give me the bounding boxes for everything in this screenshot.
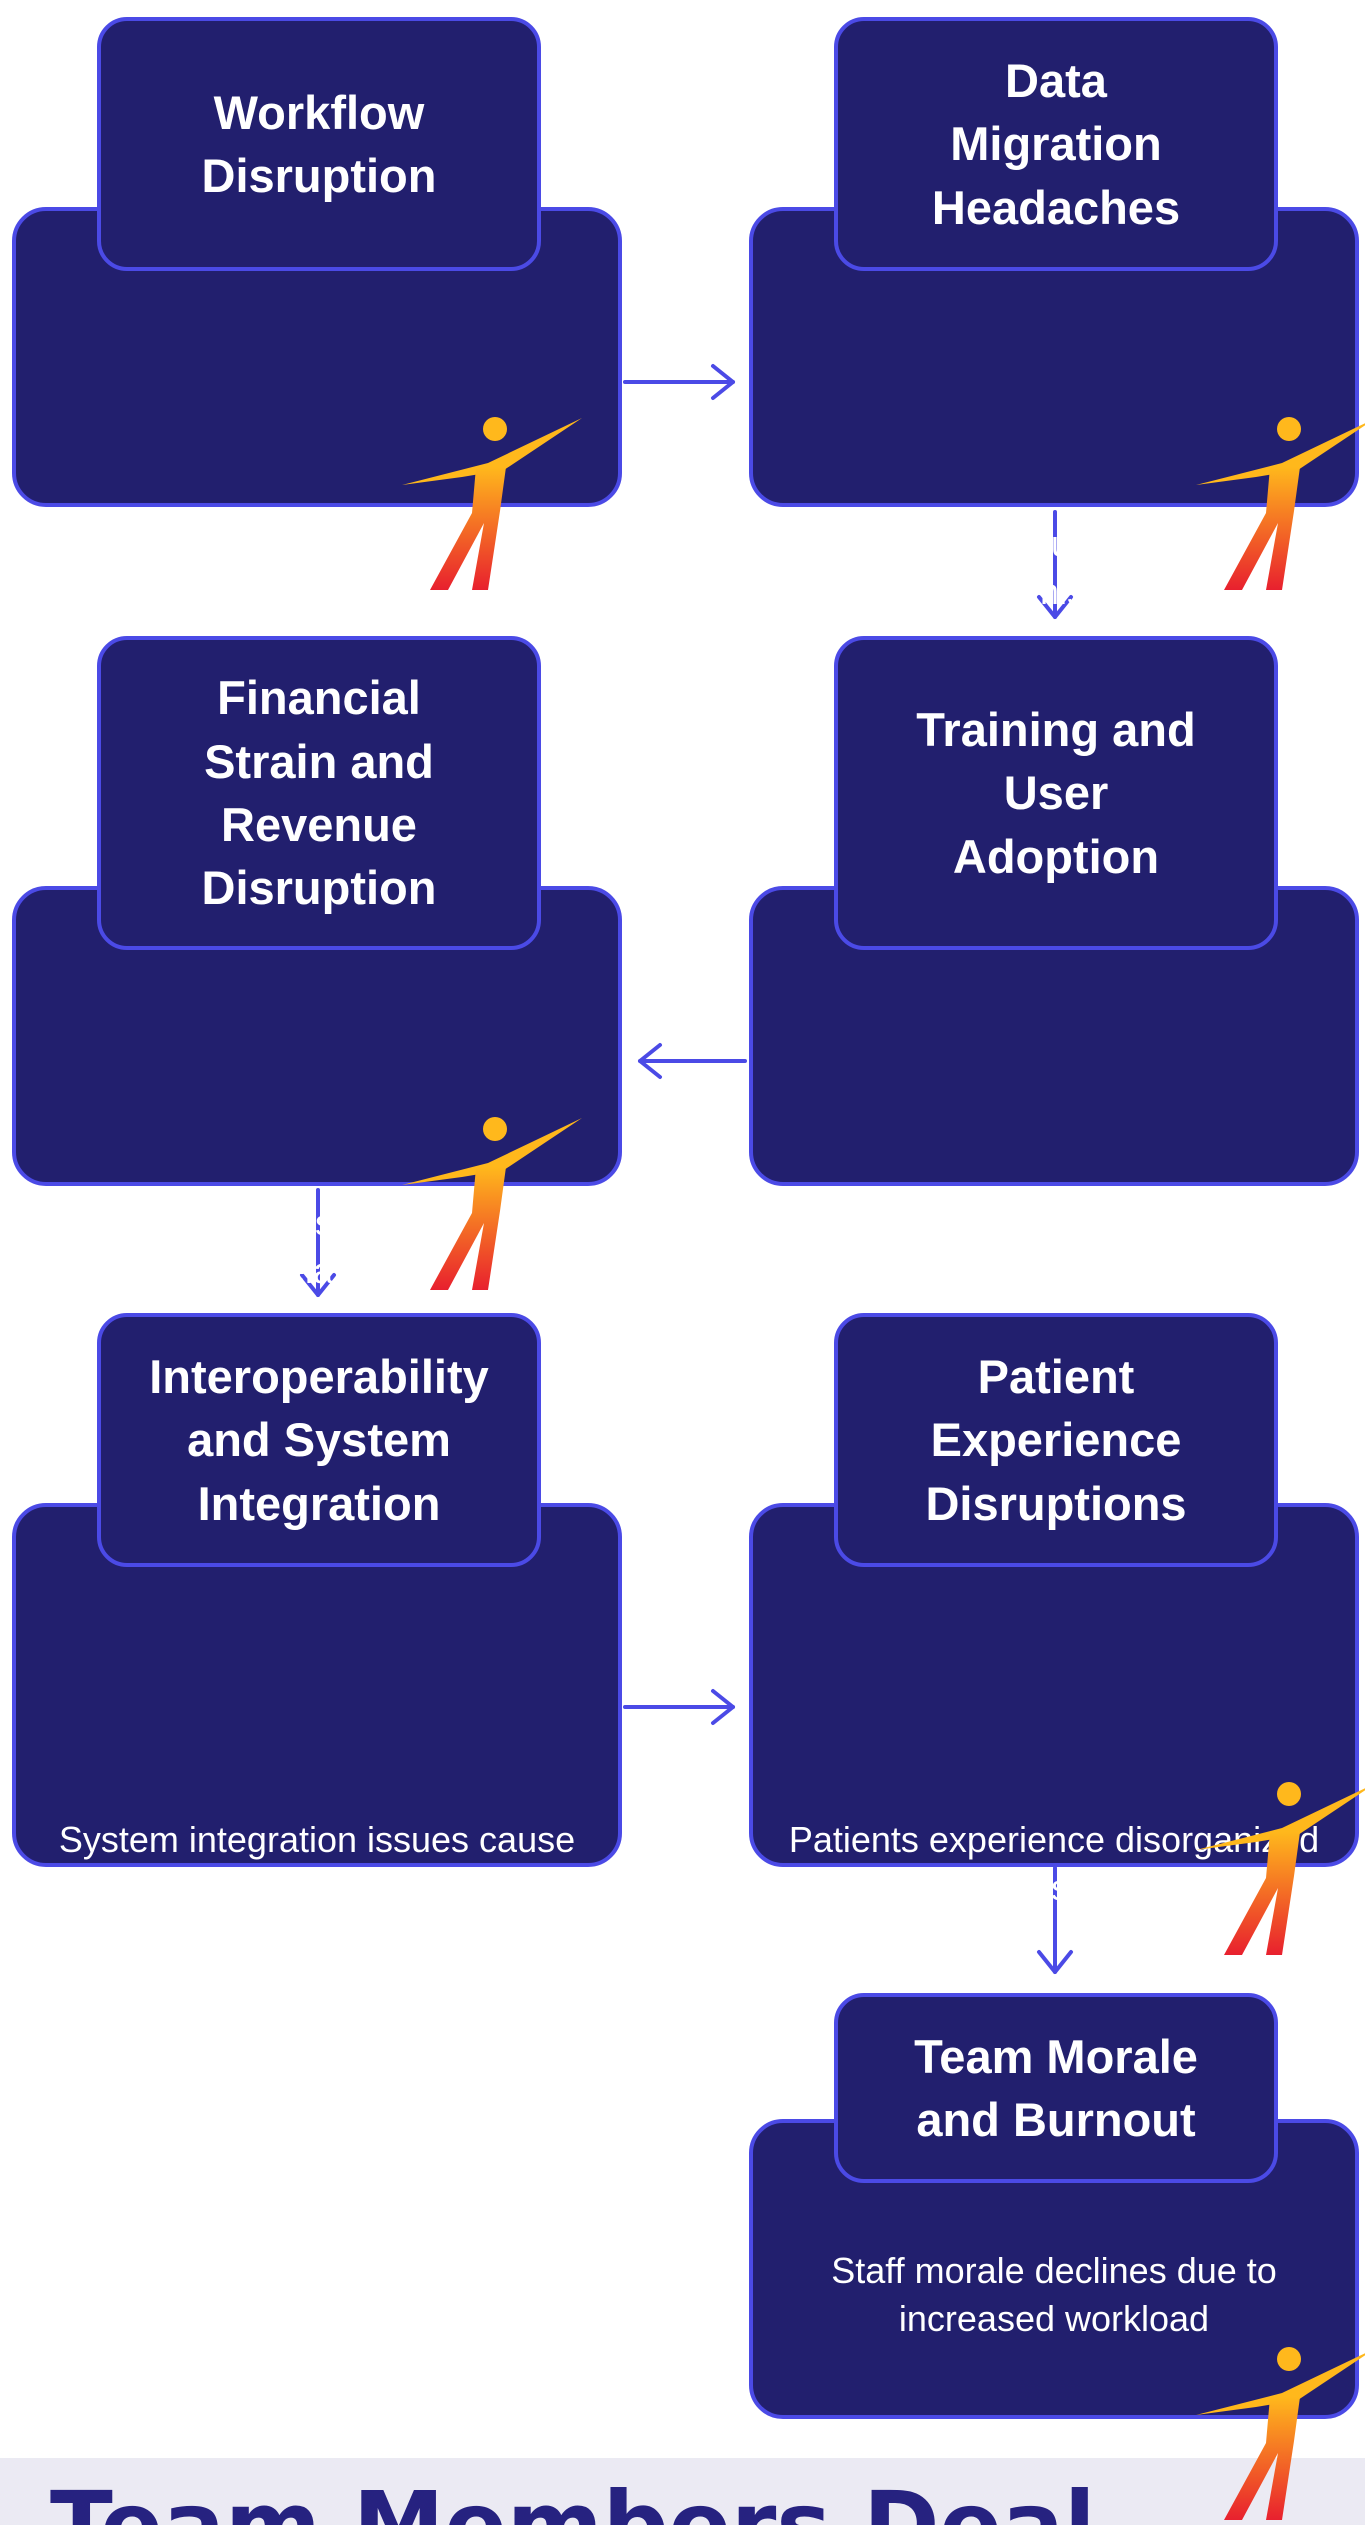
step-team-morale: Staff morale declines due to increased w… <box>749 1993 1363 2423</box>
arrow-step6-to-step7 <box>1037 1866 1073 1974</box>
step-description: Data transfer issues cause errors and om… <box>788 523 1320 612</box>
person-figure-icon <box>402 417 582 590</box>
step-financial-strain: Revenue decreases due to billing delays … <box>12 636 626 1291</box>
step-title: Financial Strain and Revenue Disruption <box>201 671 437 915</box>
step-interoperability: System integration issues cause communic… <box>12 1313 626 1908</box>
person-figure-icon <box>1196 2347 1365 2520</box>
step-description: Staff training impacts productivity and … <box>790 1202 1318 1291</box>
step-title-box: Financial Strain and Revenue Disruption <box>97 636 541 950</box>
step-title: Interoperability and System Integration <box>149 1349 489 1530</box>
step-description: Patients experience disorganized and imp… <box>788 1819 1320 1908</box>
arrow-step4-to-step5 <box>300 1188 336 1297</box>
step-description: Staff morale declines due to increased w… <box>831 2250 1277 2339</box>
step-title-box: Workflow Disruption <box>97 17 541 271</box>
step-data-migration-headaches: Data transfer issues cause errors and om… <box>749 17 1363 612</box>
footer-banner: Team Members Deal <box>0 2458 1365 2525</box>
step-title-box: Team Morale and Burnout <box>834 1993 1278 2183</box>
step-description: New EHR leads to changes in daily tasks <box>77 523 557 612</box>
arrow-step1-to-step2 <box>623 364 735 400</box>
step-description: System integration issues cause communic… <box>58 1819 576 1908</box>
step-title-box: Training and User Adoption <box>834 636 1278 950</box>
step-title-box: Patient Experience Disruptions <box>834 1313 1278 1567</box>
person-figure-icon <box>402 1117 582 1290</box>
arrow-step5-to-step6 <box>623 1689 735 1725</box>
step-title-box: Interoperability and System Integration <box>97 1313 541 1567</box>
step-title-box: Data Migration Headaches <box>834 17 1278 271</box>
step-training-user-adoption: Staff training impacts productivity and … <box>749 636 1363 1291</box>
step-title: Patient Experience Disruptions <box>925 1349 1187 1530</box>
step-title: Team Morale and Burnout <box>914 2029 1198 2146</box>
arrow-step2-to-step3 <box>1037 510 1073 619</box>
step-patient-experience: Patients experience disorganized and imp… <box>749 1313 1363 1908</box>
arrow-step3-to-step4 <box>638 1043 747 1079</box>
footer-heading: Team Members Deal <box>50 2480 1096 2525</box>
step-title: Training and User Adoption <box>916 702 1196 883</box>
step-title: Workflow Disruption <box>201 85 437 202</box>
person-figure-icon <box>1196 1782 1365 1955</box>
person-figure-icon <box>1196 417 1365 590</box>
step-title: Data Migration Headaches <box>931 53 1181 234</box>
